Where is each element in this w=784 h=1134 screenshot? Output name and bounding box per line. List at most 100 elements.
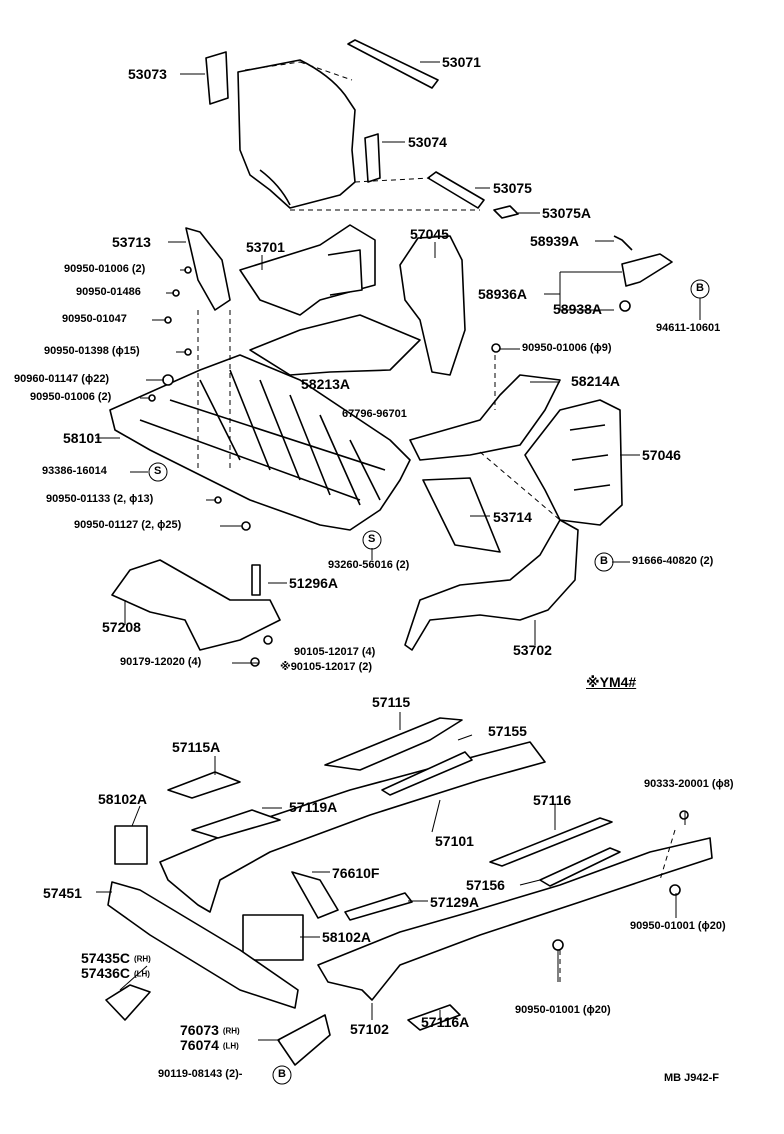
label-53713: 53713 xyxy=(112,234,151,250)
label-93386-16014: 93386-16014 xyxy=(42,465,107,477)
label-90119-08143: 90119-08143 (2)- xyxy=(158,1068,243,1080)
label-90105-12017-b: ※90105-12017 (2) xyxy=(280,661,373,673)
footer-code: MB J942-F xyxy=(664,1072,720,1084)
label-58102A-b: 58102A xyxy=(322,929,372,945)
member-57115A xyxy=(167,771,241,799)
label-76610F: 76610F xyxy=(332,865,380,881)
label-57101: 57101 xyxy=(435,833,474,849)
label-90950-01047: 90950-01047 xyxy=(62,313,127,325)
label-57116: 57116 xyxy=(533,792,572,808)
label-90950-01486: 90950-01486 xyxy=(76,286,141,298)
label-90950-01006-c: 90950-01006 (ϕ9) xyxy=(522,342,612,354)
label-90950-01001-a: 90950-01001 (ϕ20) xyxy=(630,920,726,932)
insulator-large xyxy=(237,59,356,209)
label-93260-56016: 93260-56016 (2) xyxy=(328,559,410,571)
label-57046: 57046 xyxy=(642,447,681,463)
label-58936A: 58936A xyxy=(478,286,528,302)
label-57156: 57156 xyxy=(466,877,505,893)
label-76073: 76073 (RH) xyxy=(180,1022,240,1038)
bracket-53701 xyxy=(239,224,376,316)
bracket-58936A xyxy=(619,253,673,312)
member-57116 xyxy=(489,817,613,867)
label-90950-01133: 90950-01133 (2, ϕ13) xyxy=(46,493,154,505)
bolt-58939A xyxy=(613,235,633,251)
label-58101: 58101 xyxy=(63,430,102,446)
rail-57101 xyxy=(159,741,546,913)
marker-b-2: B xyxy=(600,555,608,567)
label-57045: 57045 xyxy=(410,226,449,242)
marker-s-2: S xyxy=(368,533,376,545)
label-90950-01006-a: 90950-01006 (2) xyxy=(64,263,146,275)
leader-lines xyxy=(96,61,701,1041)
bracket-53074 xyxy=(364,133,381,183)
label-53075A: 53075A xyxy=(542,205,592,221)
label-53071: 53071 xyxy=(442,54,481,70)
label-90950-01001-b: 90950-01001 (ϕ20) xyxy=(515,1004,611,1016)
label-53073: 53073 xyxy=(128,66,167,82)
crossmember-57208 xyxy=(111,559,281,651)
label-57436C: 57436C (LH) xyxy=(81,965,150,981)
member-57451 xyxy=(107,881,299,1009)
member-57115 xyxy=(324,717,463,771)
label-53714: 53714 xyxy=(493,509,532,525)
label-90950-01398: 90950-01398 (ϕ15) xyxy=(44,345,140,357)
label-94611-10601: 94611-10601 xyxy=(656,322,721,334)
label-57451: 57451 xyxy=(43,885,82,901)
bolt-51296A xyxy=(251,564,261,596)
member-57119A xyxy=(191,809,281,839)
label-58214A: 58214A xyxy=(571,373,621,389)
panel-57046 xyxy=(524,399,623,526)
label-57116A: 57116A xyxy=(421,1014,470,1030)
rail-57102 xyxy=(317,837,713,1001)
circle-markers xyxy=(148,279,710,1085)
label-53075: 53075 xyxy=(493,180,532,196)
label-57102: 57102 xyxy=(350,1021,389,1037)
label-57208: 57208 xyxy=(102,619,141,635)
panel-53713 xyxy=(185,227,231,311)
label-57115A: 57115A xyxy=(172,739,221,755)
bracket-58213A xyxy=(249,314,421,376)
label-51296A: 51296A xyxy=(289,575,339,591)
member-57129A xyxy=(344,892,413,921)
panel-53714 xyxy=(422,477,501,553)
rail-58214A xyxy=(409,374,561,461)
label-57155: 57155 xyxy=(488,723,527,739)
label-90950-01127: 90950-01127 (2, ϕ25) xyxy=(74,519,182,531)
label-57119A: 57119A xyxy=(289,799,338,815)
bar-53075 xyxy=(427,171,485,209)
member-57156 xyxy=(539,847,621,887)
label-58938A: 58938A xyxy=(553,301,603,317)
label-67796-96701: 67796-96701 xyxy=(342,408,407,420)
grommets xyxy=(148,266,689,951)
bracket-57435C xyxy=(105,984,151,1021)
floor-pan-58101 xyxy=(109,354,411,531)
bracket-76610F xyxy=(291,871,339,919)
label-58102A-a: 58102A xyxy=(98,791,148,807)
label-53702: 53702 xyxy=(513,642,552,658)
member-53702 xyxy=(404,519,579,651)
label-91666-40820: 91666-40820 (2) xyxy=(632,555,714,567)
bar-53071 xyxy=(347,39,439,89)
label-57129A: 57129A xyxy=(430,894,480,910)
marker-b-3: B xyxy=(278,1068,286,1080)
marker-s-1: S xyxy=(154,465,162,477)
block-53075A xyxy=(493,205,519,219)
label-76074: 76074 (LH) xyxy=(180,1037,239,1053)
member-57155 xyxy=(381,751,473,796)
label-53701: 53701 xyxy=(246,239,285,255)
bracket-76073 xyxy=(277,1014,331,1066)
bracket-58102A-a xyxy=(114,825,148,865)
label-57435C: 57435C (RH) xyxy=(81,950,151,966)
label-57115: 57115 xyxy=(372,694,411,710)
label-53074: 53074 xyxy=(408,134,447,150)
label-90950-01006-b: 90950-01006 (2) xyxy=(30,391,112,403)
panel-57045 xyxy=(399,235,466,376)
bracket-58102A-b xyxy=(242,914,304,961)
label-90179-12020: 90179-12020 (4) xyxy=(120,656,202,668)
member-57116A xyxy=(407,1004,461,1031)
label-58213A: 58213A xyxy=(301,376,351,392)
label-ym4: ※YM4# xyxy=(586,674,637,690)
label-90105-12017-a: 90105-12017 (4) xyxy=(294,646,376,658)
panel-53073 xyxy=(205,51,229,105)
